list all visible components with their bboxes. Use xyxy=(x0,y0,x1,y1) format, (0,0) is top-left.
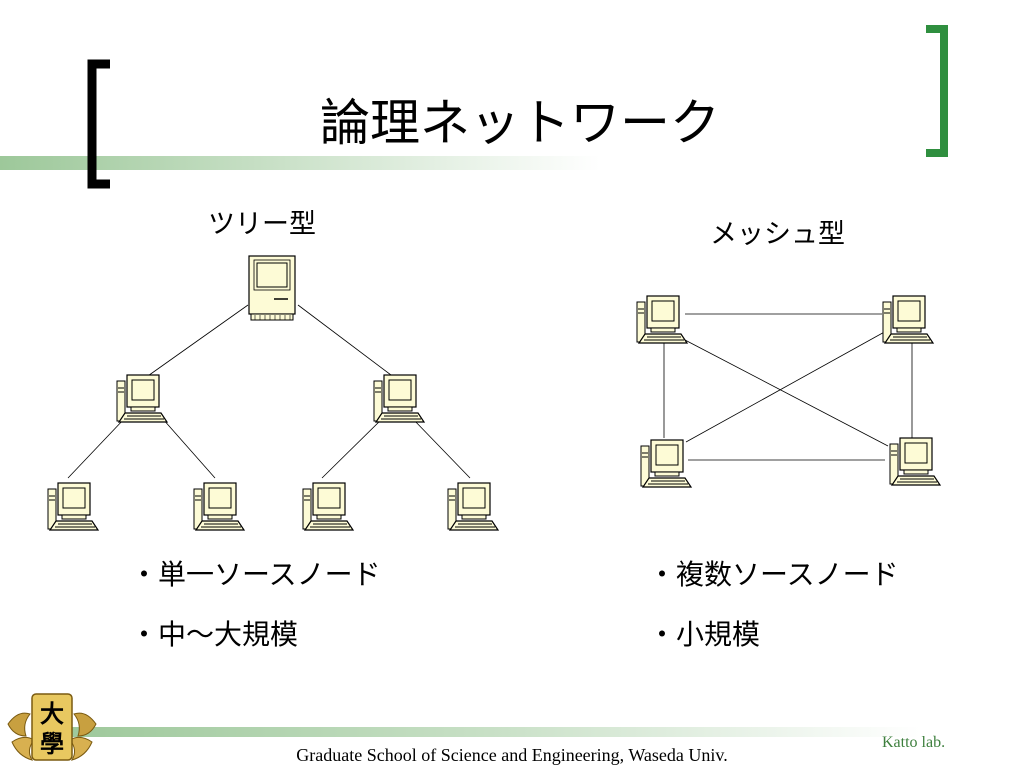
footer-accent-bar xyxy=(60,727,920,737)
tree-bullet-single-source: ・単一ソースノード xyxy=(130,558,381,591)
mesh-computer-icon xyxy=(640,439,692,488)
title-accent-bar xyxy=(0,156,600,170)
mesh-computer-icon xyxy=(889,437,941,486)
svg-text:學: 學 xyxy=(40,729,64,758)
tree-computer-icon xyxy=(116,374,168,423)
tree-type-label: ツリー型 xyxy=(208,209,316,240)
mesh-computer-icon xyxy=(636,295,688,344)
tree-links xyxy=(67,304,471,479)
footer-university: Graduate School of Science and Engineeri… xyxy=(296,745,728,765)
mesh-type-label: メッシュ型 xyxy=(710,219,845,250)
tree-computer-icon xyxy=(302,482,354,531)
university-emblem-logo: 大學 大 學 xyxy=(7,693,97,761)
tree-computer-icon xyxy=(193,482,245,531)
tree-computer-icon xyxy=(47,482,99,531)
slide-title: 論理ネットワーク xyxy=(320,94,720,152)
tree-bullet-scale: ・中～大規模 xyxy=(130,618,299,651)
tree-root-computer-icon xyxy=(248,255,296,321)
svg-text:大: 大 xyxy=(40,699,64,728)
mesh-bullet-multi-source: ・複数ソースノード xyxy=(648,558,899,591)
tree-computer-icon xyxy=(447,482,499,531)
right-bracket xyxy=(926,25,948,157)
footer-lab-name: Katto lab. xyxy=(882,734,946,751)
mesh-bullet-scale: ・小規模 xyxy=(648,618,761,651)
mesh-computer-icon xyxy=(882,295,934,344)
tree-computer-icon xyxy=(373,374,425,423)
left-bracket xyxy=(87,59,110,189)
mesh-links xyxy=(663,313,913,461)
